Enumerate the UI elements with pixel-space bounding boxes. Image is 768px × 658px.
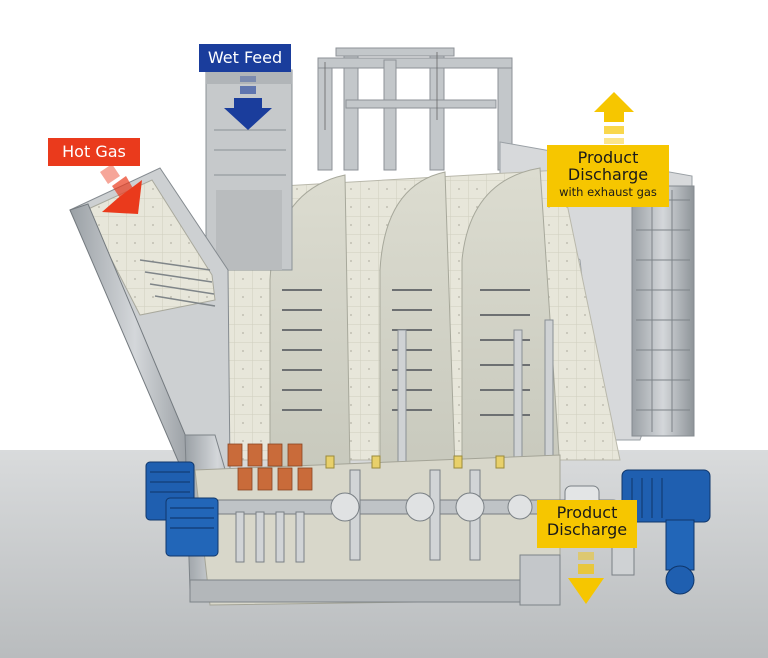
product-discharge-label: Product Discharge: [537, 500, 637, 548]
trough-base-beam: [190, 580, 540, 602]
wet-feed-label: Wet Feed: [199, 44, 291, 72]
top-gantry-frame: [318, 48, 512, 170]
hot-gas-label: Hot Gas: [48, 138, 140, 166]
product-discharge-exhaust-line3: with exhaust gas: [547, 186, 669, 198]
product-exhaust-arrow: [594, 92, 634, 144]
product-discharge-line2: Discharge: [537, 522, 637, 539]
product-discharge-exhaust-label: Product Discharge with exhaust gas: [547, 145, 669, 207]
trough-outlet: [520, 555, 560, 605]
product-discharge-exhaust-line2: Discharge: [547, 167, 669, 184]
